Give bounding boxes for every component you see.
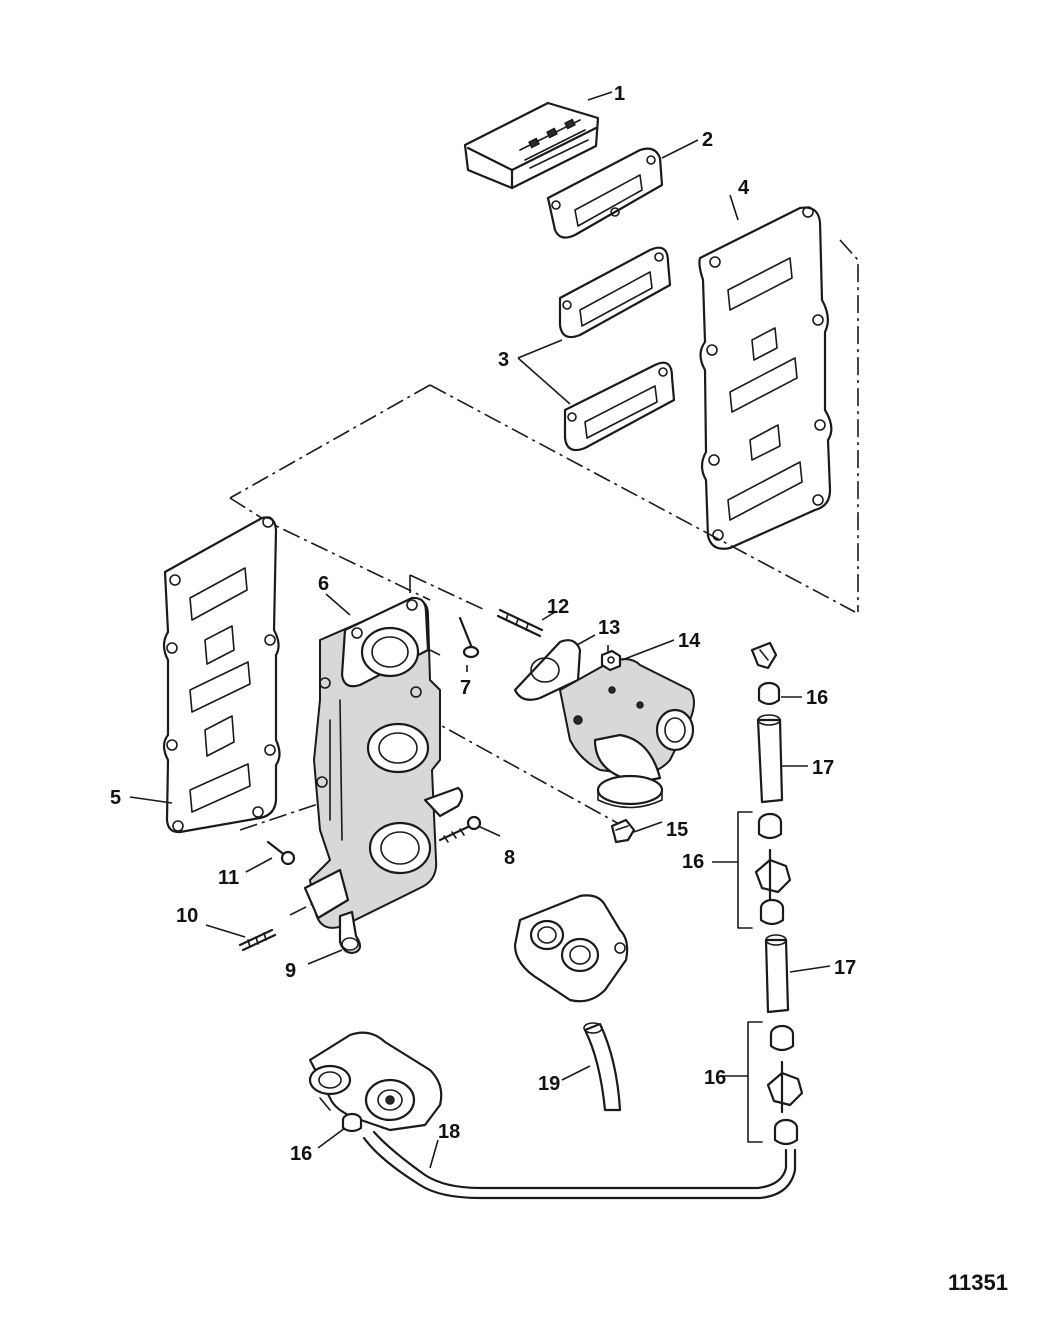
- callout-1: 1: [614, 83, 625, 105]
- part-7-screw: [458, 616, 480, 659]
- callout-10: 10: [176, 905, 198, 927]
- part-18-fuel-hose: [362, 1130, 797, 1200]
- callout-14: 14: [678, 630, 701, 652]
- part-8-screw: [438, 815, 482, 843]
- part-15-fitting: [610, 818, 636, 844]
- callout-2: 2: [702, 129, 713, 151]
- callout-18: 18: [438, 1121, 460, 1143]
- fuel-pump: [308, 1031, 443, 1132]
- callout-leaders: [129, 91, 831, 1169]
- callout-7: 7: [460, 677, 471, 699]
- part-17-fuel-hose-upper: [756, 714, 784, 804]
- part-16-tee-group-upper: [737, 811, 792, 929]
- callout-3: 3: [498, 349, 509, 371]
- part-17-fuel-hose-lower: [764, 934, 790, 1014]
- part-4-manifold-gasket: [698, 206, 833, 550]
- part-1-reed-block: [463, 101, 600, 190]
- part-5-intake-gasket: [162, 516, 281, 834]
- part-14-nut: [600, 649, 622, 672]
- callout-17-upper: 17: [812, 757, 834, 779]
- callout-16-upper-group: 16: [682, 851, 704, 873]
- callout-5: 5: [110, 787, 121, 809]
- callout-16-lower-group: 16: [704, 1067, 726, 1089]
- callout-11: 11: [218, 867, 239, 889]
- callout-4: 4: [738, 177, 750, 199]
- part-10-stud: [238, 928, 277, 952]
- figure-number: 11351: [948, 1270, 1008, 1295]
- callout-8: 8: [504, 847, 515, 869]
- callout-6: 6: [318, 573, 329, 595]
- part-13-carburetor: [513, 639, 695, 809]
- callout-13: 13: [598, 617, 620, 639]
- callout-16-top: 16: [806, 687, 828, 709]
- part-11-screw: [266, 840, 296, 866]
- part-16-clamp-top: [757, 681, 781, 706]
- part-9-clamp: [338, 910, 362, 954]
- callout-12: 12: [547, 596, 569, 618]
- part-12-stud: [496, 608, 544, 638]
- part-2-reed-gasket: [546, 147, 664, 239]
- callout-16-pump: 16: [290, 1143, 312, 1165]
- part-3-reed-plates: [558, 246, 676, 452]
- fuel-elbow-fitting: [750, 641, 778, 670]
- part-19-hose: [583, 1022, 622, 1112]
- part-16-clamp-pump: [341, 1112, 363, 1133]
- callout-17-lower: 17: [834, 957, 856, 979]
- callout-15: 15: [666, 819, 688, 841]
- part-16-tee-group-lower: [747, 1021, 804, 1146]
- outlet-cover: [513, 894, 629, 1003]
- callout-19: 19: [538, 1073, 560, 1095]
- callout-9: 9: [285, 960, 296, 982]
- part-6-intake-manifold: [303, 596, 464, 929]
